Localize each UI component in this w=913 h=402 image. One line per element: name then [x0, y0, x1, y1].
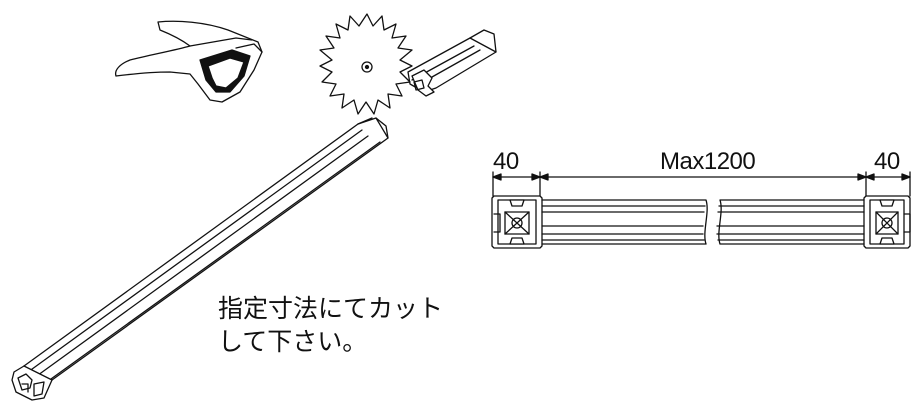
saw-blade-icon	[319, 13, 413, 115]
cut-off-piece	[407, 29, 497, 97]
safety-glasses-icon	[114, 20, 263, 103]
dimension-line-left	[492, 173, 541, 181]
dimension-label-right-end: 40	[874, 148, 900, 175]
note-line-2: して下さい。	[218, 327, 368, 356]
dimension-line-right	[865, 173, 911, 181]
dimension-label-left-end: 40	[493, 148, 519, 175]
cut-instruction-note: 指定寸法にてカット して下さい。	[218, 292, 443, 358]
rail-body-right	[716, 199, 865, 245]
dimension-label-span: Max1200	[660, 148, 756, 175]
dimension-drawing	[491, 171, 911, 249]
profile-cross-section-left	[491, 195, 543, 249]
note-line-1: 指定寸法にてカット	[218, 294, 444, 323]
dimension-line-span	[539, 173, 867, 181]
profile-cross-section-right	[863, 195, 911, 249]
aluminum-profile-long	[11, 117, 389, 401]
rail-body-left	[541, 199, 708, 245]
